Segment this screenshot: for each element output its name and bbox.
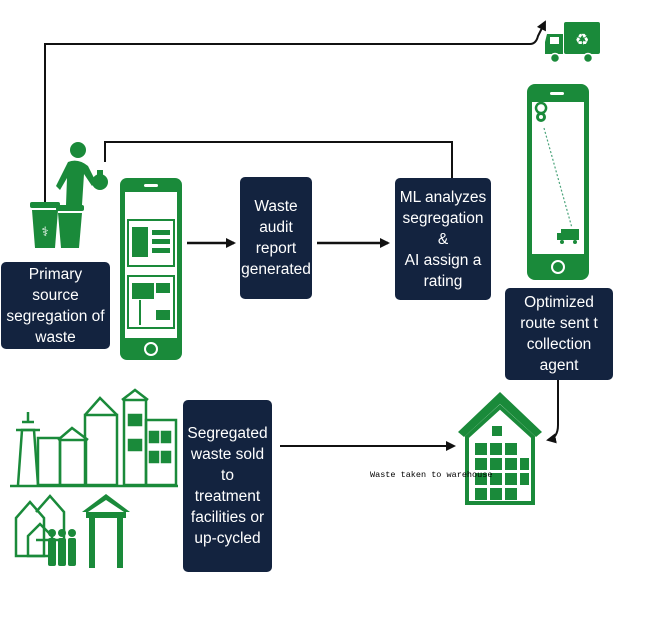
people-icon (48, 529, 76, 566)
segregated-sold-line-2: waste sold (190, 446, 265, 463)
primary-source-box: Primary source segregation of waste (1, 262, 110, 349)
waste-audit-line-3: report (255, 240, 297, 257)
ml-analyzes-line-4: rating (423, 272, 463, 290)
segregated-sold-line-1: Segregated (187, 425, 268, 442)
waste-audit-line-1: Waste (254, 198, 298, 215)
warehouse-icon (458, 392, 542, 505)
primary-source-line-1: Primary source (28, 265, 83, 304)
ml-analyzes-line-3: AI assign a (404, 251, 482, 269)
segregated-sold-line-4: facilities or (190, 509, 265, 526)
segregated-sold-line-5: up-cycled (194, 530, 261, 547)
recycling-truck-icon: ♻ (545, 22, 600, 64)
city-buildings-icon (10, 388, 178, 488)
segregated-sold-line-3: to treatment (194, 467, 261, 505)
optimized-route-line-1: Optimized (524, 294, 594, 311)
svg-text:♻: ♻ (575, 30, 589, 49)
waste-audit-line-4: generated (241, 261, 311, 278)
ml-analyzes-line-2: segregation & (402, 209, 484, 248)
waste-audit-box: Waste audit report generated (240, 177, 312, 299)
smartphone-map-icon (527, 84, 589, 280)
optimized-route-line-2: route sent t (520, 315, 598, 332)
segregated-waste-sold-box: Segregated waste sold to treatment facil… (183, 400, 272, 572)
svg-text:⚕: ⚕ (41, 225, 48, 240)
smartphone-app-icon (120, 178, 182, 360)
ml-analyzes-line-1: ML analyzes (399, 188, 487, 206)
connector-person-to-ml (104, 141, 453, 178)
shelter-icon (82, 494, 130, 568)
arrow-bins-to-truck (44, 20, 546, 205)
primary-source-line-3: waste (35, 328, 76, 346)
ml-analyzes-box: ML analyzes segregation & AI assign a ra… (395, 178, 491, 300)
waste-audit-line-2: audit (259, 219, 293, 236)
houses-icon (14, 494, 66, 558)
waste-bins-icon: ⚕ (30, 202, 84, 248)
primary-source-line-2: segregation of (6, 307, 105, 325)
warehouse-note: Waste taken to warehouse (370, 470, 493, 480)
optimized-route-line-3: collection agent (526, 336, 592, 374)
person-disposing-icon (56, 142, 108, 205)
arrow-route-to-warehouse (546, 380, 559, 444)
optimized-route-box: Optimized route sent t collection agent (505, 288, 613, 380)
